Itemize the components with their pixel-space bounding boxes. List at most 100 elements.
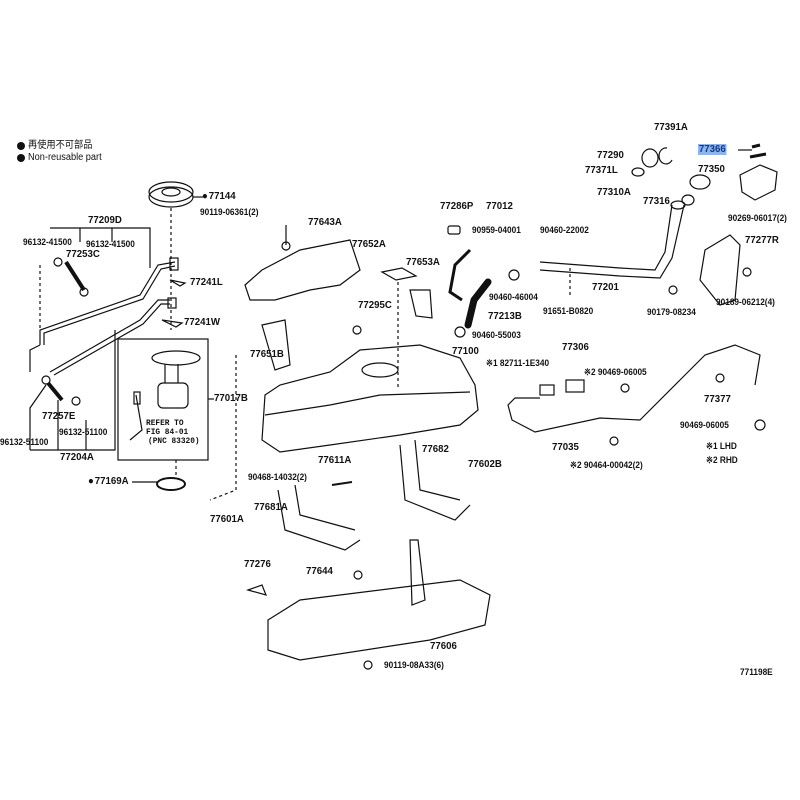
valve-77295C [352, 325, 362, 335]
refer-text: (PNC 83320) [148, 436, 200, 446]
part-label[interactable]: 77253C [66, 248, 100, 260]
part-label[interactable]: 90460-22002 [540, 225, 589, 235]
part-label[interactable]: 77035 [552, 441, 579, 453]
pad-77652A [380, 267, 418, 281]
part-label[interactable]: 77644 [306, 565, 333, 577]
part-label[interactable]: 77213B [488, 310, 522, 322]
part-label[interactable]: 77204A [60, 451, 94, 463]
part-label[interactable]: 77611A [318, 454, 352, 466]
tube-77012 [448, 248, 472, 302]
part-label[interactable]: 77377 [704, 393, 731, 405]
part-label[interactable]: ※2 90469-06005 [584, 367, 647, 377]
clip-77241W [161, 319, 184, 328]
clip-77366 [749, 143, 767, 159]
part-label[interactable]: ※1 82711-1E340 [486, 358, 550, 368]
bolt-icon [668, 285, 678, 295]
part-label[interactable]: 77371L [585, 164, 618, 176]
part-label[interactable]: 96132-51100 [59, 427, 108, 437]
part-label[interactable]: 96132-41500 [23, 237, 72, 247]
part-label[interactable]: 77652A [352, 238, 386, 250]
part-label[interactable]: 77144 [202, 191, 236, 202]
part-label[interactable]: 77602B [468, 458, 502, 470]
part-label[interactable]: 90269-06017(2) [728, 213, 787, 223]
refer-text: REFER TO [146, 418, 184, 428]
hose-77286P [447, 225, 461, 235]
part-label[interactable]: 77286P [440, 200, 474, 212]
pad-77653A [409, 289, 433, 319]
part-label[interactable]: 90460-55003 [472, 330, 521, 340]
part-label[interactable]: 77209D [88, 214, 122, 226]
part-label[interactable]: 77017B [214, 392, 248, 404]
part-label[interactable]: 77316 [643, 195, 670, 207]
part-label[interactable]: 77606 [430, 640, 457, 652]
part-label[interactable]: 90189-06212(4) [716, 297, 775, 307]
part-label[interactable]: 77306 [562, 341, 589, 353]
part-label[interactable]: 77682 [422, 443, 449, 455]
part-label[interactable]: 90460-46004 [489, 292, 538, 302]
part-label[interactable]: 91651-B0820 [543, 306, 594, 316]
part-label[interactable]: 90179-08234 [647, 307, 696, 317]
bolt-icon [742, 267, 752, 277]
fuel-tube-77209D [29, 257, 179, 406]
strap-77682 [399, 439, 471, 521]
strap-77651B [261, 319, 291, 371]
part-label[interactable]: 77277R [745, 234, 779, 246]
part-label[interactable]: 77391A [654, 121, 688, 133]
legend-dot-icon [17, 142, 25, 150]
ring-77290 [641, 148, 659, 168]
diagram-id: 771198E [740, 667, 773, 677]
part-label[interactable]: 90468-14032(2) [248, 472, 307, 482]
part-label[interactable]: 77601A [210, 513, 244, 525]
part-label[interactable]: 77290 [597, 149, 624, 161]
refer-text[interactable]: FIG 84-01 [146, 427, 189, 437]
part-label[interactable]: 77681A [254, 501, 288, 513]
part-label[interactable]: 90959-04001 [472, 225, 521, 235]
note-lhd: ※1 LHD [706, 441, 737, 451]
legend-japanese: 再使用不可部品 [28, 140, 93, 151]
part-label[interactable]: 77012 [486, 200, 513, 212]
part-label-selected[interactable]: 77366 [698, 143, 727, 155]
housing-77277R [699, 234, 741, 306]
protector-77643A [244, 239, 361, 301]
part-label[interactable]: 77241L [190, 276, 223, 288]
part-label[interactable]: ※2 90464-00042(2) [570, 460, 643, 470]
part-label[interactable]: 77350 [698, 163, 725, 175]
part-label[interactable]: 77295C [358, 299, 392, 311]
bracket-77276 [246, 584, 268, 596]
fuel-pump-77017B [129, 350, 201, 441]
cable-77035 [507, 344, 766, 446]
part-label[interactable]: 77241W [184, 316, 220, 328]
fuel-lid-77350 [739, 164, 778, 201]
part-label[interactable]: 77201 [592, 281, 619, 293]
bolt-icon [281, 241, 291, 251]
clip-90469-06005 [754, 419, 766, 431]
lock-82711-1E340 [539, 384, 555, 396]
part-label[interactable]: 77653A [406, 256, 440, 268]
cap-77310A [689, 174, 711, 190]
part-label[interactable]: 96132-51100 [0, 437, 49, 447]
part-label[interactable]: 77276 [244, 558, 271, 570]
clip-90464-00042 [609, 436, 619, 446]
part-label[interactable]: 96132-41500 [86, 239, 135, 249]
note-rhd: ※2 RHD [706, 455, 738, 465]
bolt-77611A [331, 481, 353, 486]
part-label[interactable]: 77257E [42, 410, 76, 422]
protector-77606 [267, 579, 491, 661]
part-label[interactable]: 90469-06005 [680, 420, 729, 430]
part-label[interactable]: 77100 [452, 345, 479, 357]
ring-77391A [658, 147, 673, 165]
part-label[interactable]: 90119-08A33(6) [384, 660, 444, 670]
part-label[interactable]: 77169A [88, 476, 129, 487]
hose-77213B [464, 278, 492, 329]
part-label[interactable]: 77643A [308, 216, 342, 228]
fuel-tank-77100 [261, 344, 479, 453]
part-label[interactable]: 77310A [597, 186, 631, 198]
part-label[interactable]: 90119-06361(2) [200, 207, 259, 217]
bracket-77209D [50, 227, 151, 268]
actuator-77306 [565, 379, 585, 393]
bracket-77204A [29, 330, 116, 451]
clamp-90460-55003 [454, 326, 466, 338]
part-label[interactable]: 77651B [250, 348, 284, 360]
